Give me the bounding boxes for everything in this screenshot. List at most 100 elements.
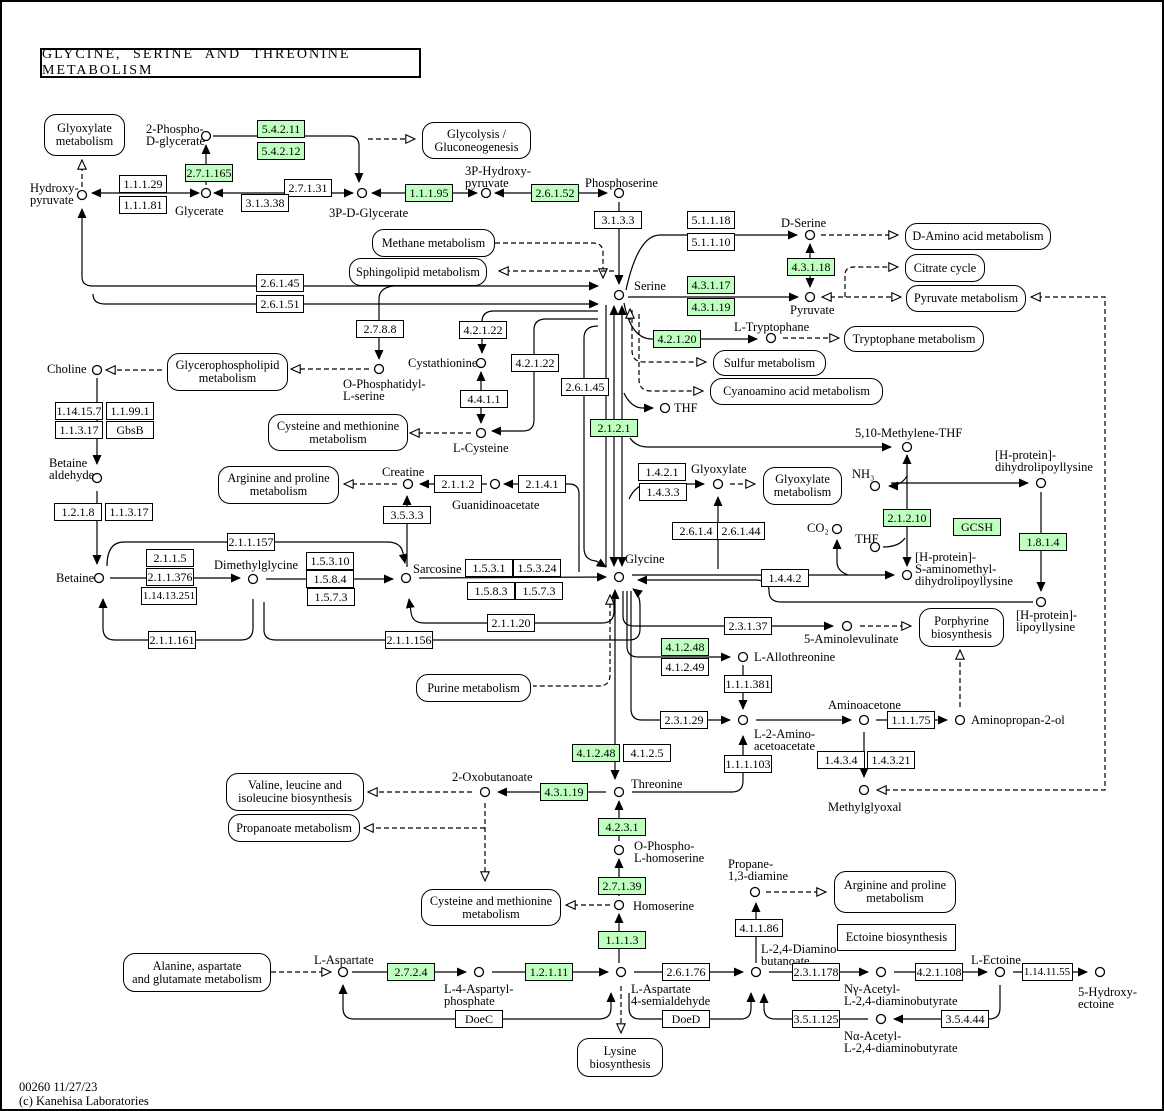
enzyme-box-1.5.7.3[interactable]: 1.5.7.3	[307, 588, 355, 606]
enzyme-box-1.14.15.7[interactable]: 1.14.15.7	[55, 402, 103, 420]
enzyme-box-2.7.1.165[interactable]: 2.7.1.165	[185, 164, 233, 182]
pathway-link-propanoate-metabolism[interactable]: Propanoate metabolism	[228, 814, 360, 842]
enzyme-box-2.1.1.157[interactable]: 2.1.1.157	[227, 533, 275, 551]
compound-node[interactable]	[473, 966, 485, 978]
enzyme-box-1.14.11.55[interactable]: 1.14.11.55	[1021, 963, 1073, 981]
compound-node[interactable]	[489, 478, 501, 490]
enzyme-box-4.1.2.49[interactable]: 4.1.2.49	[661, 658, 709, 676]
enzyme-box-5.1.1.18[interactable]: 5.1.1.18	[687, 211, 735, 229]
pathway-link-cysteine-and-methionine-metabolism[interactable]: Cysteine and methionine metabolism	[268, 414, 408, 451]
compound-node[interactable]	[402, 478, 414, 490]
compound-node[interactable]	[901, 441, 913, 453]
compound-node[interactable]	[613, 289, 625, 301]
enzyme-box-2.7.8.8[interactable]: 2.7.8.8	[356, 320, 404, 338]
compound-node[interactable]	[613, 786, 625, 798]
enzyme-box-GCSH[interactable]: GCSH	[953, 518, 1001, 536]
pathway-link-alanine-aspartate-and-glutamate-metabolism[interactable]: Alanine, aspartate and glutamate metabol…	[123, 953, 271, 992]
compound-node[interactable]	[737, 651, 749, 663]
pathway-link-cysteine-and-methionine-metabolism[interactable]: Cysteine and methionine metabolism	[421, 889, 561, 926]
compound-node[interactable]	[93, 572, 105, 584]
compound-node[interactable]	[91, 472, 103, 484]
pathway-link-methane-metabolism[interactable]: Methane metabolism	[372, 229, 495, 257]
enzyme-box-1.1.3.17[interactable]: 1.1.3.17	[55, 421, 103, 439]
enzyme-box-2.6.1.45[interactable]: 2.6.1.45	[256, 274, 304, 292]
pathway-link-ectoine-biosynthesis[interactable]: Ectoine biosynthesis	[837, 924, 956, 951]
enzyme-box-2.6.1.51[interactable]: 2.6.1.51	[256, 295, 304, 313]
enzyme-box-4.3.1.19[interactable]: 4.3.1.19	[540, 783, 588, 801]
enzyme-box-2.1.1.20[interactable]: 2.1.1.20	[487, 614, 535, 632]
enzyme-box-2.6.1.45[interactable]: 2.6.1.45	[561, 378, 609, 396]
enzyme-box-3.5.1.125[interactable]: 3.5.1.125	[792, 1010, 840, 1028]
pathway-link-porphyrine-biosynthesis[interactable]: Porphyrine biosynthesis	[919, 608, 1004, 647]
pathway-link-glycerophospholipid-metabolism[interactable]: Glycerophospholipid metabolism	[167, 353, 288, 391]
enzyme-box-1.1.1.103[interactable]: 1.1.1.103	[724, 755, 772, 773]
compound-node[interactable]	[841, 620, 853, 632]
compound-node[interactable]	[804, 291, 816, 303]
compound-node[interactable]	[869, 480, 881, 492]
enzyme-box-2.1.1.5[interactable]: 2.1.1.5	[146, 549, 194, 567]
enzyme-box-1.5.8.3[interactable]: 1.5.8.3	[467, 582, 515, 600]
enzyme-box-2.1.1.161[interactable]: 2.1.1.161	[148, 631, 196, 649]
compound-node[interactable]	[200, 130, 212, 142]
pathway-link-glyoxylate-metabolism[interactable]: Glyoxylate metabolism	[763, 467, 842, 505]
compound-node[interactable]	[91, 364, 103, 376]
enzyme-box-5.4.2.11[interactable]: 5.4.2.11	[257, 120, 305, 138]
compound-node[interactable]	[613, 187, 625, 199]
enzyme-box-4.1.1.86[interactable]: 4.1.1.86	[735, 919, 783, 937]
enzyme-box-3.1.3.38[interactable]: 3.1.3.38	[241, 194, 289, 212]
enzyme-box-2.3.1.37[interactable]: 2.3.1.37	[724, 617, 772, 635]
enzyme-box-4.1.2.48[interactable]: 4.1.2.48	[572, 744, 620, 762]
compound-node[interactable]	[76, 189, 88, 201]
compound-node[interactable]	[750, 966, 762, 978]
pathway-link-arginine-and-proline-metabolism[interactable]: Arginine and proline metabolism	[834, 871, 956, 913]
enzyme-box-2.1.1.2[interactable]: 2.1.1.2	[434, 475, 482, 493]
enzyme-box-1.1.99.1[interactable]: 1.1.99.1	[106, 402, 154, 420]
compound-node[interactable]	[475, 427, 487, 439]
compound-node[interactable]	[765, 332, 777, 344]
enzyme-box-4.2.1.20[interactable]: 4.2.1.20	[653, 330, 701, 348]
pathway-link-lysine-biosynthesis[interactable]: Lysine biosynthesis	[577, 1038, 663, 1077]
enzyme-box-1.5.3.10[interactable]: 1.5.3.10	[306, 552, 354, 570]
compound-node[interactable]	[1035, 477, 1047, 489]
enzyme-box-1.4.2.1[interactable]: 1.4.2.1	[638, 463, 686, 481]
enzyme-box-1.4.4.2[interactable]: 1.4.4.2	[761, 569, 809, 587]
enzyme-box-GbsB[interactable]: GbsB	[106, 421, 154, 439]
enzyme-box-2.7.1.31[interactable]: 2.7.1.31	[284, 179, 332, 197]
enzyme-box-1.2.1.8[interactable]: 1.2.1.8	[54, 503, 102, 521]
pathway-link-arginine-and-proline-metabolism[interactable]: Arginine and proline metabolism	[218, 466, 339, 504]
enzyme-box-2.1.2.1[interactable]: 2.1.2.1	[590, 419, 638, 437]
compound-node[interactable]	[737, 714, 749, 726]
pathway-link-sulfur-metabolism[interactable]: Sulfur metabolism	[713, 350, 826, 376]
enzyme-box-1.1.1.95[interactable]: 1.1.1.95	[405, 184, 453, 202]
enzyme-box-2.6.1.76[interactable]: 2.6.1.76	[662, 963, 710, 981]
compound-node[interactable]	[994, 966, 1006, 978]
enzyme-box-4.1.2.48[interactable]: 4.1.2.48	[661, 638, 709, 656]
enzyme-box-1.4.3.3[interactable]: 1.4.3.3	[639, 483, 687, 501]
compound-node[interactable]	[400, 572, 412, 584]
compound-node[interactable]	[356, 187, 368, 199]
enzyme-box-2.6.1.52[interactable]: 2.6.1.52	[531, 184, 579, 202]
enzyme-box-2.3.1.178[interactable]: 2.3.1.178	[792, 963, 840, 981]
enzyme-box-2.1.4.1[interactable]: 2.1.4.1	[518, 475, 566, 493]
enzyme-box-1.1.1.29[interactable]: 1.1.1.29	[119, 175, 167, 193]
enzyme-box-2.1.1.156[interactable]: 2.1.1.156	[385, 631, 433, 649]
compound-node[interactable]	[858, 714, 870, 726]
enzyme-box-DoeD[interactable]: DoeD	[662, 1010, 710, 1028]
enzyme-box-2.6.1.4[interactable]: 2.6.1.4	[672, 522, 720, 540]
enzyme-box-1.4.3.21[interactable]: 1.4.3.21	[867, 751, 915, 769]
enzyme-box-2.6.1.44[interactable]: 2.6.1.44	[717, 522, 765, 540]
compound-node[interactable]	[1035, 596, 1047, 608]
enzyme-box-1.5.3.1[interactable]: 1.5.3.1	[465, 559, 513, 577]
enzyme-box-4.3.1.18[interactable]: 4.3.1.18	[787, 258, 835, 276]
enzyme-box-2.3.1.29[interactable]: 2.3.1.29	[660, 711, 708, 729]
enzyme-box-4.3.1.19[interactable]: 4.3.1.19	[687, 298, 735, 316]
compound-node[interactable]	[749, 886, 761, 898]
enzyme-box-1.2.1.11[interactable]: 1.2.1.11	[525, 963, 573, 981]
enzyme-box-2.1.2.10[interactable]: 2.1.2.10	[883, 509, 931, 527]
compound-node[interactable]	[875, 966, 887, 978]
compound-node[interactable]	[613, 844, 625, 856]
compound-node[interactable]	[875, 1013, 887, 1025]
compound-node[interactable]	[480, 187, 492, 199]
enzyme-box-4.2.1.22[interactable]: 4.2.1.22	[459, 321, 507, 339]
enzyme-box-2.1.1.376[interactable]: 2.1.1.376	[146, 568, 194, 586]
